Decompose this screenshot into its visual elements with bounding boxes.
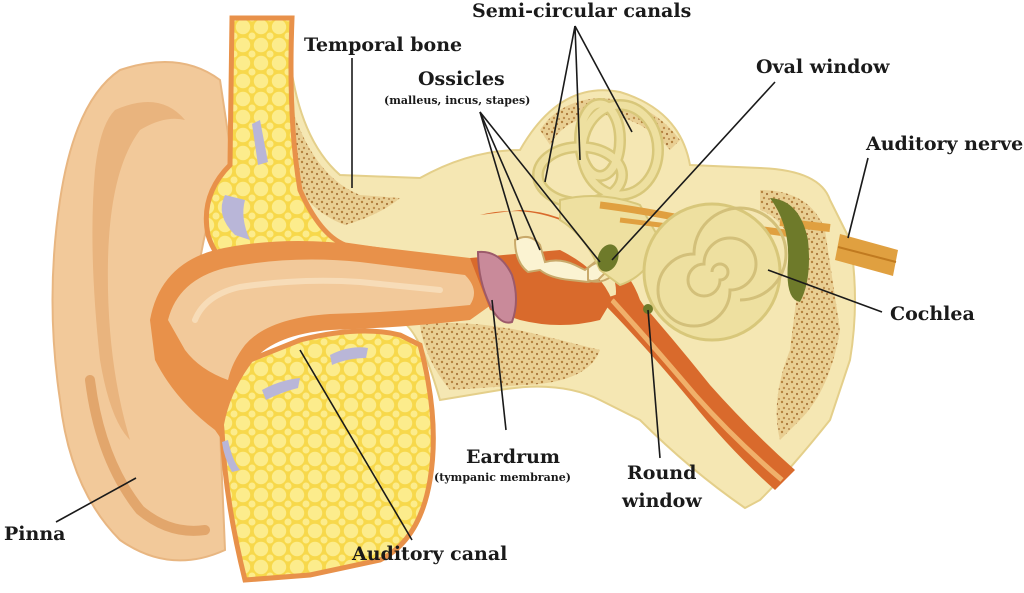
label-ossicles: Ossicles	[418, 68, 505, 90]
canal-highlight	[192, 277, 443, 323]
label-round-window-line1: Round	[627, 462, 697, 484]
label-temporal-bone: Temporal bone	[304, 34, 463, 56]
label-ossicles-sub: (malleus, incus, stapes)	[384, 94, 531, 107]
label-auditory-nerve: Auditory nerve	[866, 133, 1024, 155]
auditory-canal-inner	[168, 259, 474, 380]
label-auditory-canal: Auditory canal	[352, 543, 508, 565]
round-window	[643, 304, 653, 314]
lilac-blob	[262, 378, 300, 400]
leader-lines	[55, 25, 883, 541]
label-round-window-line2: window	[622, 490, 702, 512]
cochlea-nerve-cap	[770, 198, 809, 302]
lilac-blob	[252, 120, 268, 165]
bone-texture-right	[760, 190, 840, 440]
eardrum	[476, 250, 517, 324]
lilac-blob	[222, 440, 240, 472]
eustachian-tube-stripe	[610, 298, 784, 482]
oval-window	[597, 244, 619, 272]
label-semicircular-canals: Semi-circular canals	[472, 0, 692, 22]
label-pinna: Pinna	[4, 523, 66, 545]
auditory-nerve	[835, 234, 898, 276]
pinna-fold	[92, 102, 185, 440]
pinna-helix	[85, 375, 210, 536]
label-eardrum-sub: (tympanic membrane)	[434, 471, 571, 484]
cochlea	[642, 202, 788, 342]
bone-texture-mid	[420, 322, 600, 390]
bone-texture-upper	[288, 95, 400, 225]
lilac-blob	[221, 195, 250, 240]
label-cochlea: Cochlea	[890, 303, 975, 325]
label-eardrum: Eardrum	[466, 446, 561, 468]
lilac-blob	[330, 347, 368, 365]
label-oval-window: Oval window	[756, 56, 890, 78]
